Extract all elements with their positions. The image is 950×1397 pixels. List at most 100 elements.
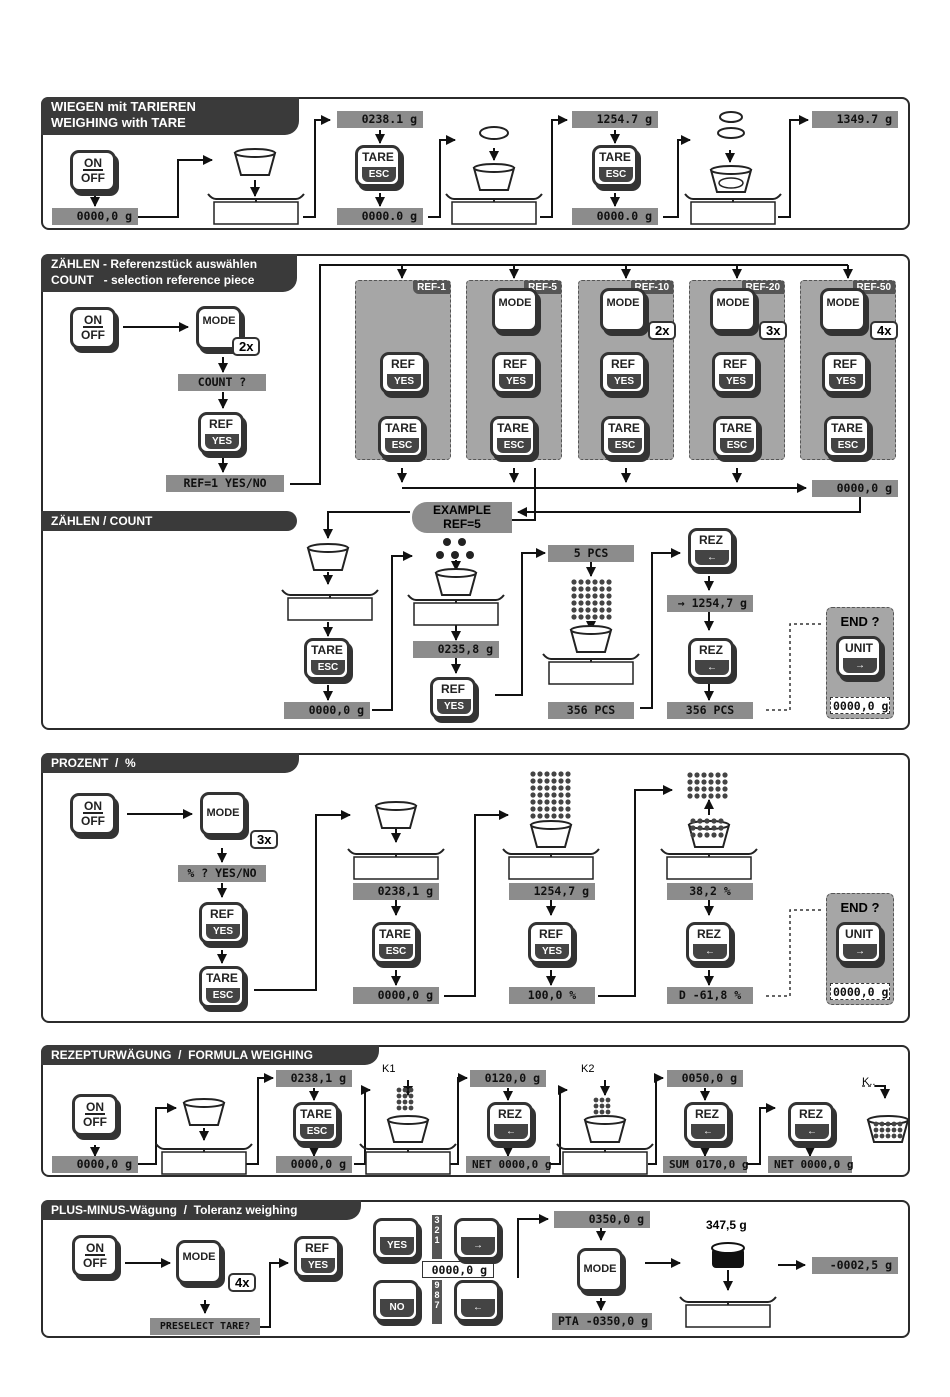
yes-up-button[interactable]: YES: [373, 1218, 419, 1260]
key-sublabel: YES: [380, 1237, 414, 1255]
mode-button[interactable]: MODE: [710, 288, 756, 332]
piece-dot: [593, 1109, 599, 1115]
piece-dot: [396, 1087, 402, 1093]
mode-button[interactable]: MODE: [600, 288, 646, 332]
piece-dot: [885, 1133, 891, 1139]
mode-button[interactable]: MODE: [200, 792, 246, 836]
piece-dot: [537, 778, 543, 784]
rez-button[interactable]: REZ←: [688, 528, 734, 570]
piece-dot: [694, 793, 700, 799]
piece-dot: [544, 785, 550, 791]
piece-dot: [585, 579, 591, 585]
left-arrow-icon: ←: [695, 660, 729, 675]
piece-dot: [402, 1093, 408, 1099]
left-arrow-icon: ←: [795, 1124, 829, 1139]
piece-dot: [690, 818, 696, 824]
piece-dot: [687, 793, 693, 799]
key-label: REF: [441, 682, 465, 696]
section-title-tare: WIEGEN mit TARIEREN WEIGHING with TARE: [41, 97, 299, 135]
divider: [83, 326, 103, 328]
piece-dot: [687, 786, 693, 792]
display-ref-status: REF=1 YES/NO: [166, 475, 284, 492]
multiplier-badge: 2x: [648, 321, 677, 340]
multiplier-badge: 2x: [232, 337, 261, 356]
rez-button[interactable]: REZ ←: [688, 638, 734, 680]
display-formula-start: 0000,0 g: [52, 1156, 138, 1173]
unit-button[interactable]: UNIT→: [836, 922, 882, 964]
key-label: TARE: [362, 150, 394, 164]
piece-dot: [687, 772, 693, 778]
key-label: MODE: [583, 1263, 617, 1275]
mode-button[interactable]: MODE: [577, 1248, 623, 1292]
piece-dot: [544, 799, 550, 805]
rez-button[interactable]: REZ←: [684, 1102, 730, 1144]
key-sublabel: ESC: [831, 438, 865, 453]
piece-dot: [708, 793, 714, 799]
piece-dot: [571, 600, 577, 606]
rez-left-button[interactable]: ←: [454, 1280, 500, 1322]
mode-button[interactable]: MODE: [820, 288, 866, 332]
piece-dot: [694, 786, 700, 792]
unit-right-button[interactable]: →: [454, 1218, 500, 1260]
rez-button[interactable]: REZ←: [487, 1102, 533, 1144]
ref-yes-button[interactable]: REF YES: [430, 677, 476, 719]
unit-button[interactable]: UNIT→: [836, 636, 882, 678]
piece-dot: [897, 1121, 903, 1127]
divider: [83, 812, 103, 814]
mode-button[interactable]: MODE: [492, 288, 538, 332]
key-label: REF: [723, 357, 747, 371]
piece-dot: [551, 778, 557, 784]
right-arrow-icon: →: [843, 944, 877, 959]
mode-button[interactable]: MODE: [176, 1240, 222, 1284]
piece-dot: [592, 600, 598, 606]
mode-button[interactable]: MODE: [196, 306, 242, 350]
piece-dot: [530, 771, 536, 777]
key-sublabel: YES: [437, 699, 471, 714]
key-label: UNIT: [845, 641, 873, 655]
no-down-button[interactable]: NO: [373, 1280, 419, 1322]
piece-dot: [408, 1105, 414, 1111]
piece-dot: [873, 1127, 879, 1133]
piece-dot: [599, 1097, 605, 1103]
off-label: OFF: [83, 1256, 107, 1270]
piece-dot: [571, 579, 577, 585]
key-label: REZ: [699, 643, 723, 657]
piece-dot: [558, 799, 564, 805]
piece-dot: [715, 779, 721, 785]
display-percent-d1: 0238,1 g: [353, 883, 439, 900]
section-subtitle-count: ZÄHLEN / COUNT: [41, 511, 297, 531]
key-label: TARE: [206, 971, 238, 985]
piece-dot: [722, 772, 728, 778]
rez-button[interactable]: REZ←: [788, 1102, 834, 1144]
digit-9: 9: [434, 1280, 440, 1290]
piece-dot: [606, 593, 612, 599]
display-count-zero: 0000,0 g: [284, 702, 370, 719]
display-percent-d1b: 0000,0 g: [353, 987, 439, 1004]
rez-button[interactable]: REZ←: [686, 922, 732, 964]
